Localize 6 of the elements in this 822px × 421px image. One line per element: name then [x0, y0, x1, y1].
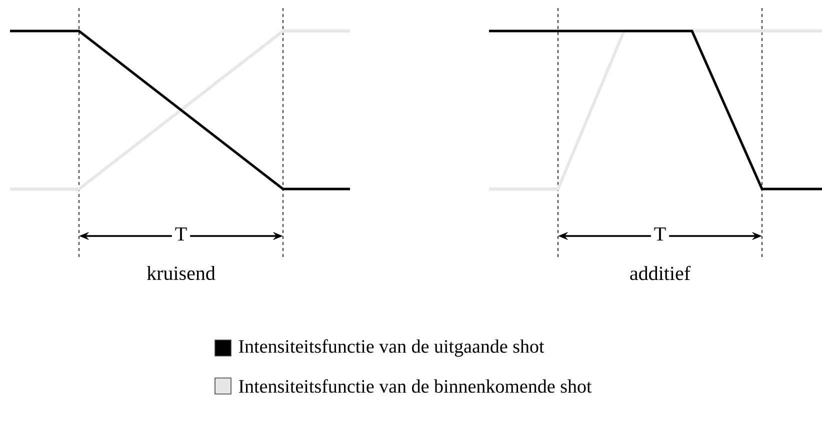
panel-caption: additief — [630, 266, 691, 280]
legend-text: Intensiteitsfunctie van de binnenkomende shot — [238, 379, 592, 393]
dimension-label: T — [172, 224, 190, 244]
dimension-label: T — [650, 224, 670, 244]
panel-caption: kruisend — [146, 266, 216, 280]
legend-text: Intensiteitsfunctie van de uitgaande shot — [238, 339, 544, 357]
